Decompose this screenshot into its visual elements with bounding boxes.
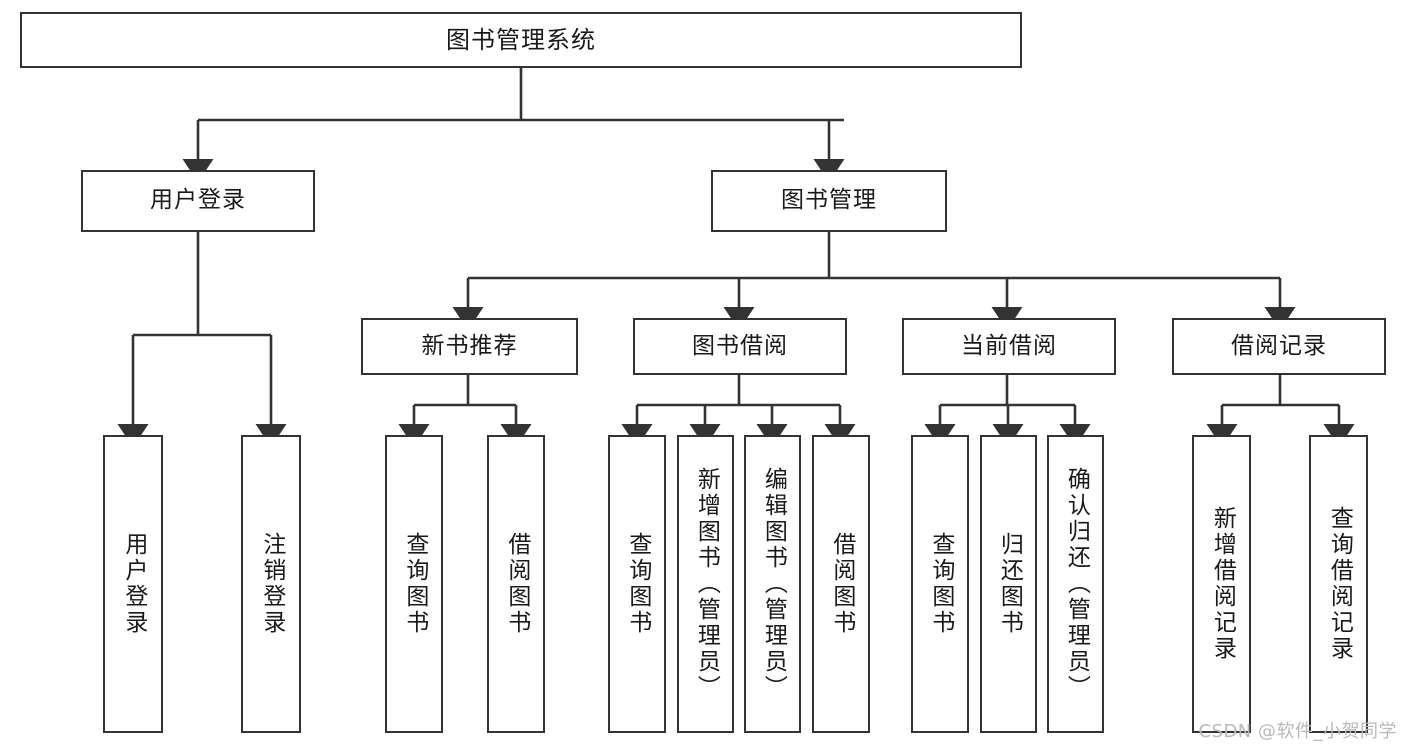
node-borrow-record-label: 借阅记录 <box>1231 332 1327 359</box>
node-book-management[interactable]: 图书管理 <box>711 170 947 232</box>
leaf-user-logout[interactable]: 注销登录 <box>241 435 301 733</box>
leaf-query-book-3[interactable]: 查询图书 <box>911 435 969 733</box>
node-current-borrow[interactable]: 当前借阅 <box>902 318 1116 375</box>
leaf-user-login-label: 用户登录 <box>120 532 147 636</box>
csdn-watermark: CSDN @软件_小贺同学 <box>1198 721 1397 742</box>
node-book-borrow-label: 图书借阅 <box>692 332 788 359</box>
leaf-query-book-2-label: 查询图书 <box>624 532 651 636</box>
node-book-management-label: 图书管理 <box>781 187 877 214</box>
node-user-login-label: 用户登录 <box>150 187 246 214</box>
leaf-return-book-label: 归还图书 <box>996 532 1023 636</box>
leaf-borrow-book-2[interactable]: 借阅图书 <box>812 435 870 733</box>
leaf-query-record[interactable]: 查询借阅记录 <box>1309 435 1368 733</box>
leaf-query-book-1[interactable]: 查询图书 <box>385 435 443 733</box>
leaf-query-book-2[interactable]: 查询图书 <box>608 435 666 733</box>
leaf-return-book[interactable]: 归还图书 <box>980 435 1037 733</box>
node-root[interactable]: 图书管理系统 <box>20 12 1022 68</box>
leaf-borrow-book-1[interactable]: 借阅图书 <box>487 435 545 733</box>
leaf-add-record-label: 新增借阅记录 <box>1209 506 1236 662</box>
leaf-query-record-label: 查询借阅记录 <box>1326 506 1353 662</box>
node-new-book-recommend[interactable]: 新书推荐 <box>361 318 578 375</box>
leaf-query-book-1-label: 查询图书 <box>401 532 428 636</box>
leaf-edit-book[interactable]: 编辑图书（管理员） <box>744 435 801 733</box>
leaf-user-login[interactable]: 用户登录 <box>103 435 163 733</box>
leaf-user-logout-label: 注销登录 <box>258 532 285 636</box>
leaf-add-record[interactable]: 新增借阅记录 <box>1192 435 1251 733</box>
leaf-add-book[interactable]: 新增图书（管理员） <box>677 435 734 733</box>
leaf-borrow-book-2-label: 借阅图书 <box>828 532 855 636</box>
leaf-query-book-3-label: 查询图书 <box>927 532 954 636</box>
leaf-confirm-return-label: 确认归还（管理员） <box>1063 467 1090 701</box>
node-new-book-recommend-label: 新书推荐 <box>421 332 518 359</box>
node-current-borrow-label: 当前借阅 <box>961 332 1057 359</box>
node-user-login[interactable]: 用户登录 <box>81 170 315 232</box>
node-root-label: 图书管理系统 <box>446 25 596 54</box>
leaf-edit-book-label: 编辑图书（管理员） <box>760 467 787 701</box>
leaf-confirm-return[interactable]: 确认归还（管理员） <box>1047 435 1104 733</box>
leaf-borrow-book-1-label: 借阅图书 <box>503 532 530 636</box>
leaf-add-book-label: 新增图书（管理员） <box>693 467 720 701</box>
node-book-borrow[interactable]: 图书借阅 <box>633 318 847 375</box>
node-borrow-record[interactable]: 借阅记录 <box>1172 318 1386 375</box>
